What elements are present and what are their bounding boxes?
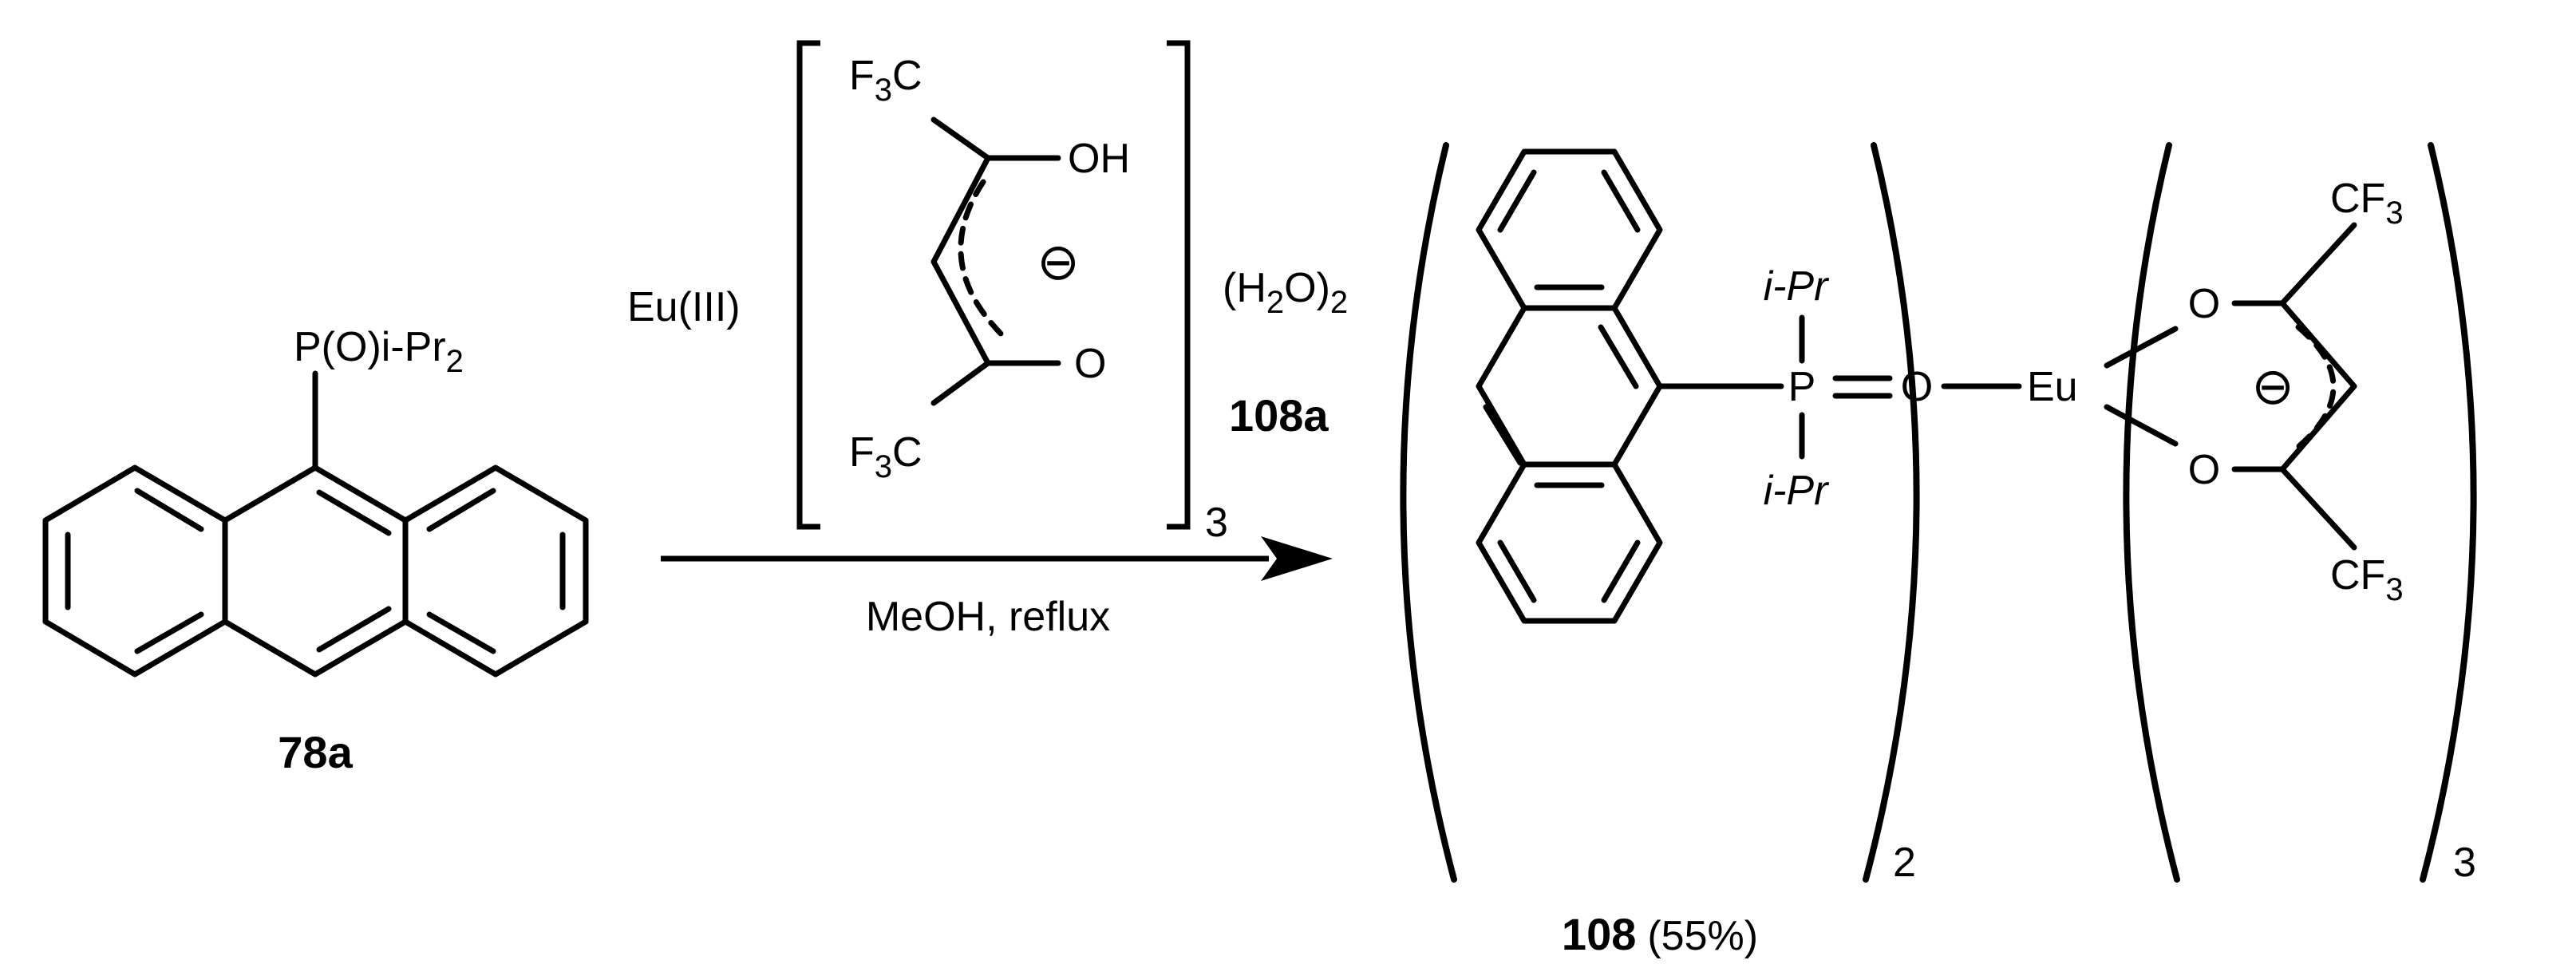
ligand-charge: ⊖ (1037, 233, 1080, 290)
anthracene-ring-middle (222, 464, 409, 678)
product-count-left: 2 (1893, 840, 1916, 886)
product-anthracene (1476, 148, 2022, 624)
reagent-hydrate: (H2O)2 (1223, 265, 1348, 320)
product-hfac-ring (2104, 222, 2357, 551)
anthracene-ring-left (42, 464, 228, 678)
ring-left-double-bond (134, 611, 204, 654)
product-phosphorus: P (1788, 364, 1816, 410)
left-square-bracket (796, 40, 820, 530)
product-ring-middle-double-bond (1598, 324, 1639, 389)
anthracene-ring-right (402, 464, 589, 678)
ligand-top-cf3: F3C (849, 53, 923, 108)
ligand-oxygen: O (1074, 341, 1106, 387)
c-cf3-bond-bottom (2279, 466, 2357, 551)
reaction-arrow (661, 536, 1333, 581)
product-cf3-top: CF3 (2330, 176, 2404, 231)
left-paren-1 (1400, 142, 1457, 883)
hfac-ligand (930, 117, 1061, 406)
ring-middle-double-bond (316, 489, 392, 536)
ring-delocalization-arc (2295, 324, 2337, 450)
ring-right-double-bond (426, 611, 496, 654)
product-ring-charge: ⊖ (2251, 358, 2294, 415)
c-ch-bond-top (930, 155, 991, 265)
right-paren-1 (1863, 142, 1920, 883)
ring-middle-double-bond (316, 606, 392, 653)
product-ring-bottom-double-bond (1601, 539, 1641, 603)
ligand-bottom-cf3: F3C (849, 429, 923, 484)
product-ring-bottom (1476, 461, 1663, 624)
product-cf3-bottom: CF3 (2330, 552, 2404, 607)
reactant-78a (42, 370, 589, 678)
reactant-substituent: P(O)i-Pr2 (294, 324, 464, 379)
cf3-c-bond-top (930, 117, 991, 161)
bracket-count: 3 (1205, 500, 1228, 546)
product-ring-top-double-bond (1497, 169, 1537, 233)
eu-o-bond-bottom (2104, 404, 2179, 447)
product-label: 108(55%) (1562, 909, 1758, 959)
arrowhead (1261, 536, 1333, 581)
product-count-right: 3 (2453, 840, 2476, 886)
ring-right-double-bond (426, 488, 496, 532)
reactant-label: 78a (278, 727, 353, 777)
left-paren-2 (2123, 142, 2180, 883)
product-parentheses (1400, 142, 2477, 883)
delocalization-arc (958, 179, 1007, 340)
cf3-c-bond-bottom (930, 360, 991, 406)
product-ring-oxygen-top: O (2188, 281, 2220, 327)
product-ring-oxygen-bottom: O (2188, 447, 2220, 493)
c-cf3-bond-top (2279, 222, 2357, 306)
right-square-bracket (1167, 40, 1191, 530)
reagent-metal: Eu(III) (627, 284, 741, 330)
product-ring-middle-double-bond (1483, 404, 1523, 466)
product-ring-bottom-double-bond (1497, 539, 1537, 603)
product-metal: Eu (2027, 364, 2078, 410)
reaction-conditions: MeOH, reflux (866, 594, 1110, 640)
ring-left-double-bond (134, 488, 204, 532)
reagent-brackets (796, 40, 1191, 530)
ch-c-bond-bottom (930, 259, 991, 366)
right-paren-2 (2420, 142, 2477, 883)
product-phosphoryl-oxygen: O (1901, 364, 1933, 410)
reagent-label: 108a (1229, 390, 1329, 441)
product-ipr-top: i-Pr (1764, 263, 1831, 310)
ligand-hydroxyl: OH (1068, 136, 1130, 182)
product-ipr-bottom: i-Pr (1764, 468, 1831, 514)
eu-o-bond-top (2104, 326, 2179, 369)
product-ring-top-double-bond (1601, 169, 1641, 233)
